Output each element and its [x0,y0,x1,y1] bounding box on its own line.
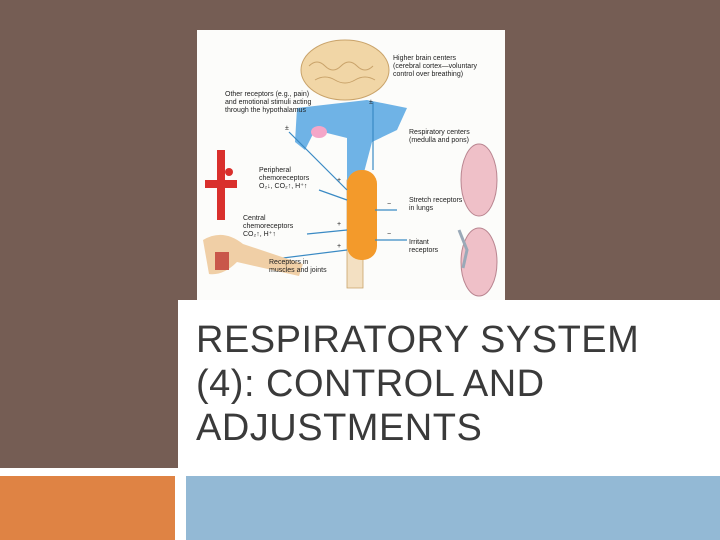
label-muscles-2: muscles and joints [269,267,327,274]
label-resp-centers-1: Respiratory centers [409,129,470,136]
label-peripheral-1: Peripheral [259,167,291,174]
aorta-vessels [205,150,237,220]
label-higher-centers-1: Higher brain centers [393,55,457,62]
label-higher-centers-2: (cerebral cortex—voluntary [393,63,478,70]
label-irritant-1: Irritant [409,239,429,246]
carotid-body [225,168,233,176]
lung-lower [461,228,497,296]
sign-peripheral: + [337,177,341,184]
label-peripheral-3: O₂↓, CO₂↑, H⁺↑ [259,183,307,190]
label-central-2: chemoreceptors [243,223,294,230]
label-stretch-2: in lungs [409,205,434,212]
arm-muscle [215,252,229,270]
label-central-3: CO₂↑, H⁺↑ [243,231,276,238]
slide-title: RESPIRATORY SYSTEM (4): CONTROL AND ADJU… [196,318,706,450]
sign-hypothalamus: ± [285,125,289,132]
title-line-1: RESPIRATORY SYSTEM [196,319,639,361]
left-side-strip [0,0,178,468]
orange-accent-block [0,476,175,540]
label-muscles-1: Receptors in [269,259,308,266]
label-other-receptors-3: through the hypothalamus [225,107,306,114]
label-other-receptors-2: and emotional stimuli acting [225,99,311,106]
sign-stretch: − [387,201,391,208]
respiratory-control-diagram: Higher brain centers (cerebral cortex—vo… [197,30,505,300]
lung-upper [461,144,497,216]
diagram-svg: Higher brain centers (cerebral cortex—vo… [197,30,505,300]
sign-muscles: + [337,243,341,250]
title-line-2: (4): CONTROL AND [196,363,545,405]
hypothalamus-pink [311,126,327,138]
title-line-3: ADJUSTMENTS [196,407,482,449]
medulla-orange [347,170,377,260]
label-other-receptors-1: Other receptors (e.g., pain) [225,91,309,98]
label-irritant-2: receptors [409,247,439,254]
label-stretch-1: Stretch receptors [409,197,463,204]
brainstem-blue-region [295,100,407,180]
brain-shape [301,40,389,100]
sign-higher: ± [369,99,373,106]
sign-irritant: − [387,231,391,238]
label-peripheral-2: chemoreceptors [259,175,310,182]
sign-central: + [337,221,341,228]
blue-accent-block [186,476,720,540]
label-resp-centers-2: (medulla and pons) [409,137,469,144]
label-central-1: Central [243,215,266,222]
label-higher-centers-3: control over breathing) [393,71,463,78]
